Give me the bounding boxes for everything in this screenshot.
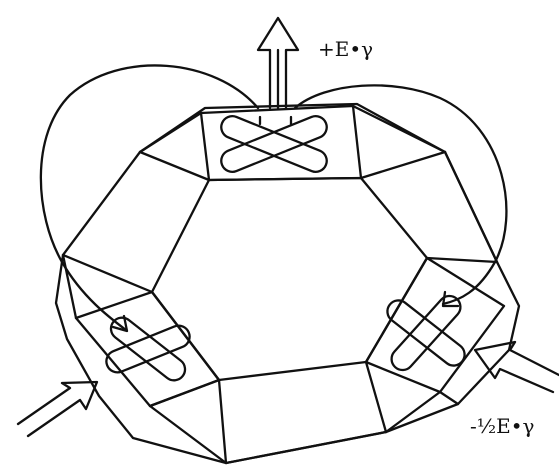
edge-left-hex: [61, 253, 154, 294]
up-arrow: [256, 16, 300, 110]
right-coil: [386, 294, 466, 372]
edge-hex-top-right: [359, 150, 447, 180]
left-coil-loop-a: [109, 316, 187, 382]
edge-bottom-left: [148, 378, 221, 408]
inner-hexagon-face: [150, 176, 429, 382]
bottom-left-arrow-outline: [16, 380, 99, 438]
left-curved-arrow-head: [111, 314, 129, 333]
right-arrow-outline: [473, 340, 559, 394]
top-label: +E•γ: [318, 37, 373, 61]
polyhedron-edges: [61, 104, 499, 465]
right-coil-loop-a: [390, 294, 462, 372]
top-coil-loop-b: [220, 114, 328, 174]
edge-right-hex: [425, 256, 499, 264]
right-curved-arrow-head: [441, 290, 460, 308]
edge-bottom-left-lower: [148, 404, 228, 465]
left-coil-loop-b: [105, 324, 191, 374]
left-coil: [105, 316, 191, 382]
right-arrow: [473, 340, 559, 394]
outer-silhouette: [54, 102, 521, 465]
edge-top-left: [138, 111, 203, 154]
edge-bottom: [224, 430, 388, 465]
edge-left-lower: [61, 253, 78, 320]
edge-bottom-center-left: [217, 378, 228, 465]
edge-bottom-center-right: [364, 360, 388, 434]
bottom-left-arrow: [16, 380, 99, 438]
left-curved-arrow: [39, 64, 260, 333]
edge-top-right: [351, 104, 447, 154]
bottom-right-label: -½E•γ: [470, 414, 535, 438]
right-curved-arrow-path: [293, 84, 508, 306]
right-coil-loop-b: [386, 299, 466, 367]
edge-right-lower: [438, 390, 460, 406]
top-coil: [220, 114, 328, 174]
edge-bottom-right: [384, 390, 442, 434]
top-coil-loop-a: [220, 114, 328, 174]
right-curved-arrow: [293, 84, 508, 308]
edge-right-upper: [443, 150, 499, 264]
edge-hex-top-left: [138, 150, 211, 182]
left-curved-arrow-path: [39, 64, 260, 332]
